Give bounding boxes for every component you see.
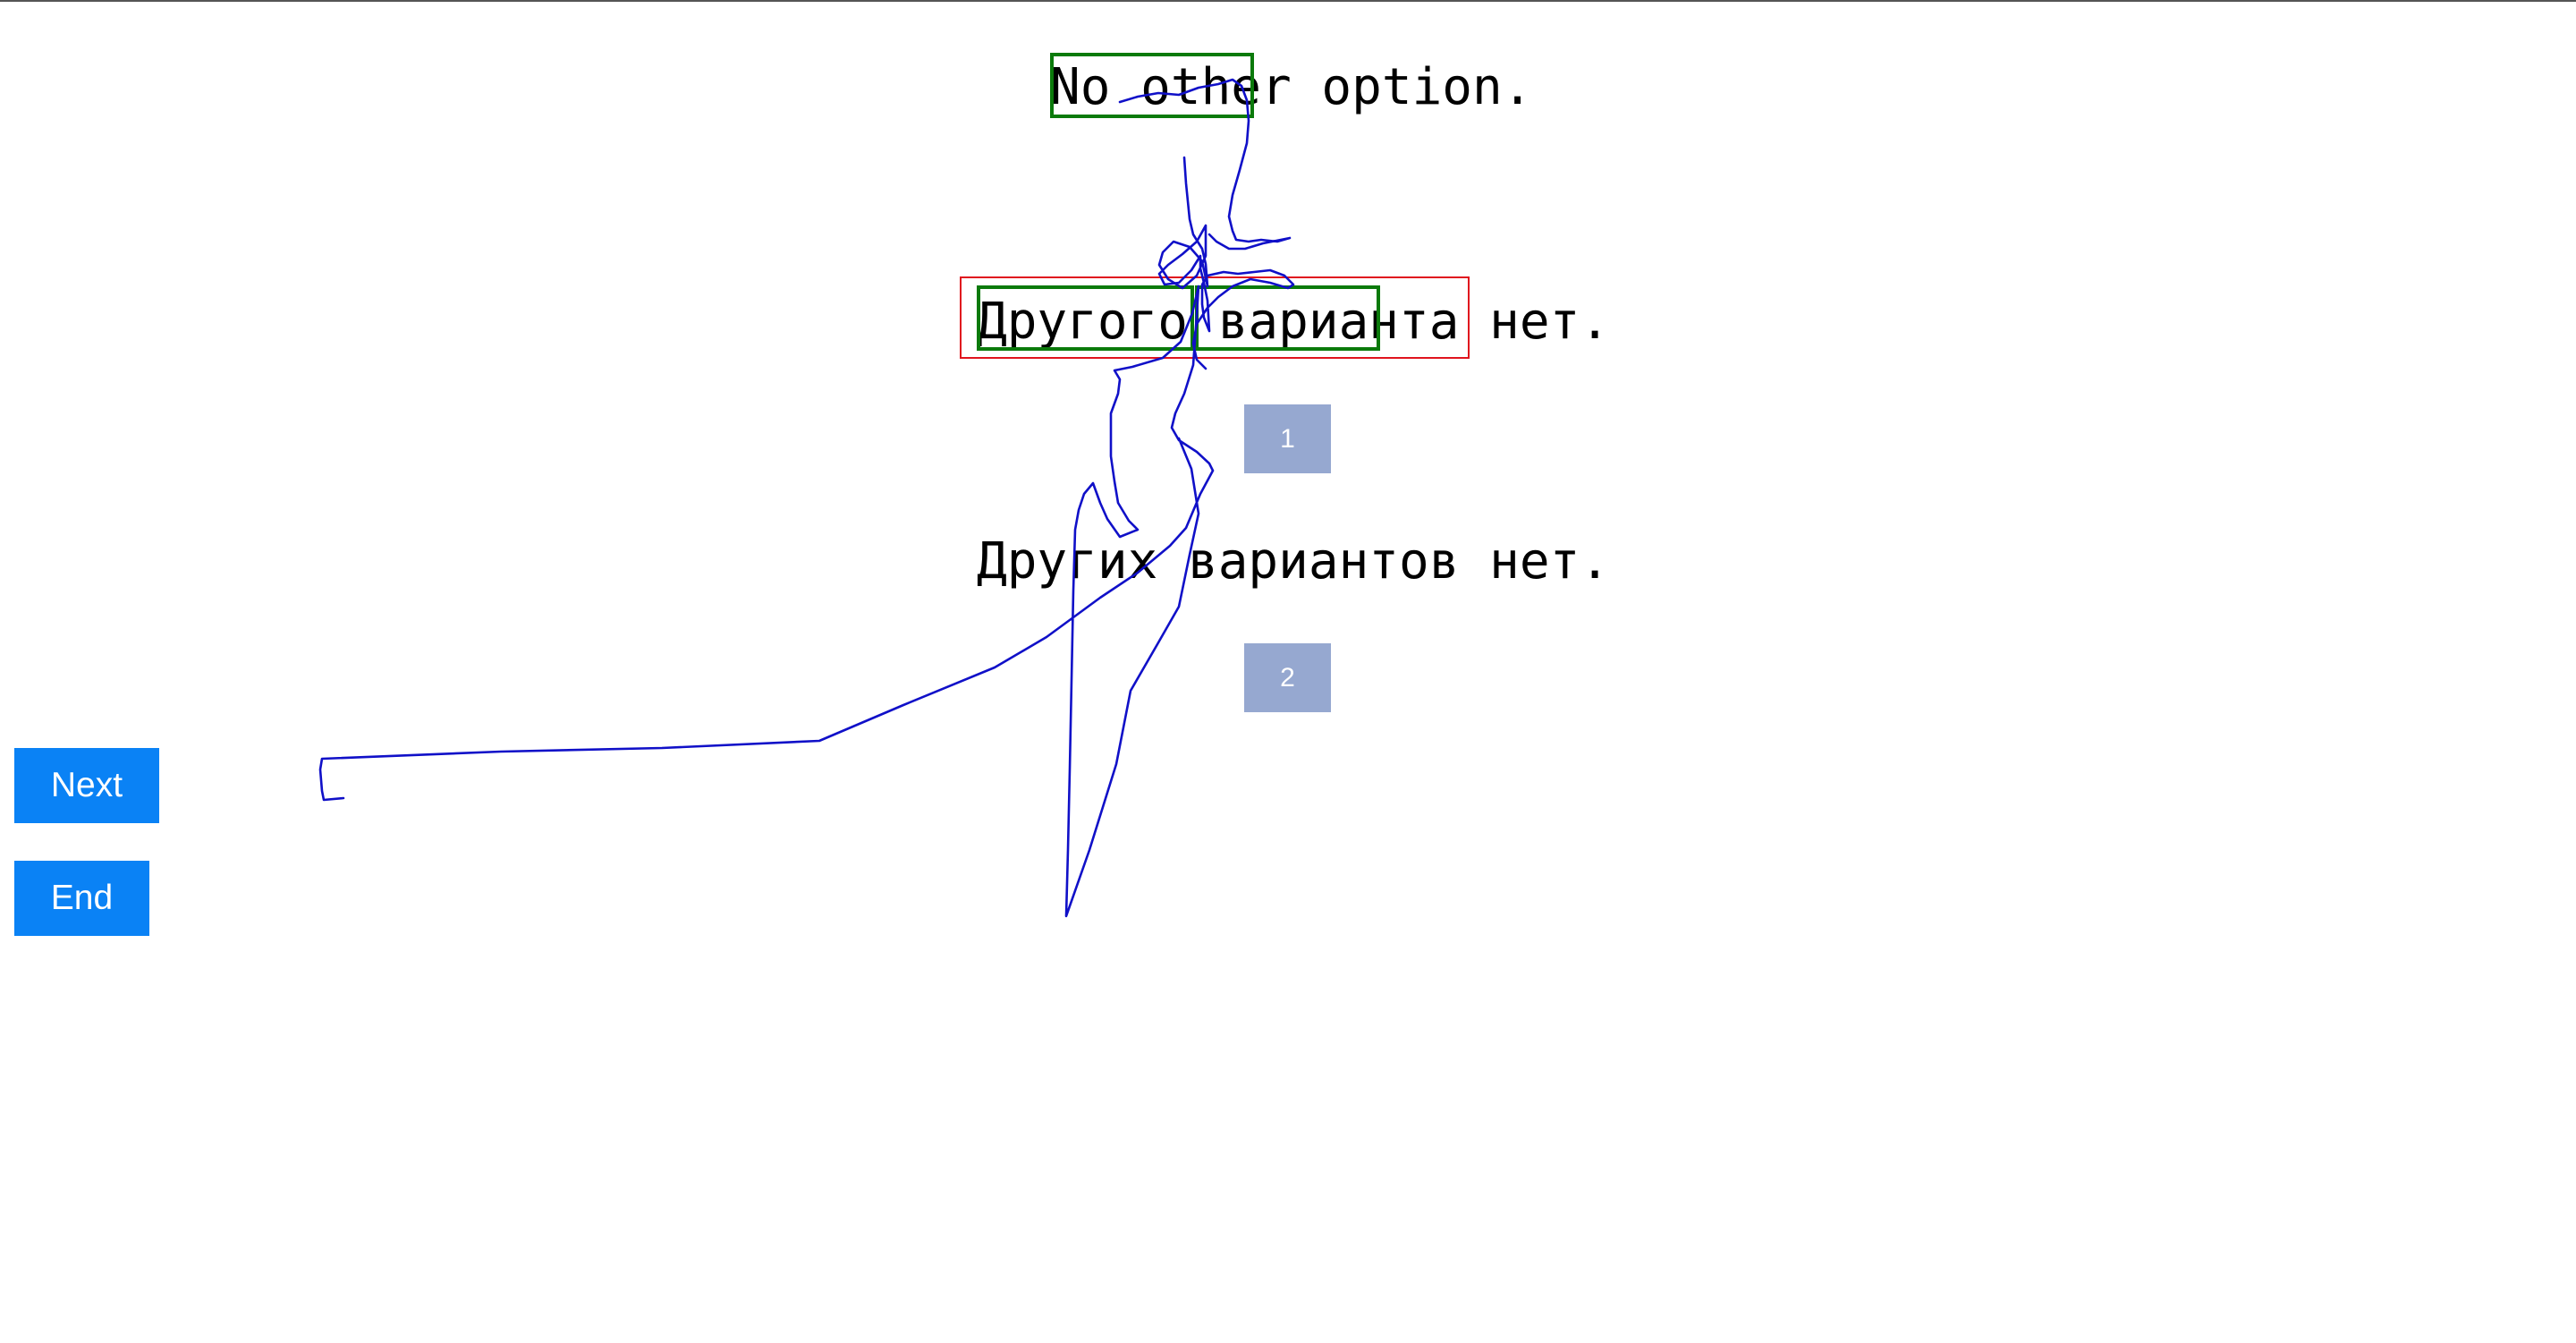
- target-word-box-2: [1195, 285, 1380, 351]
- rank-badge-1: 1: [1244, 404, 1331, 473]
- target-sentence-2: Других вариантов нет.: [977, 532, 1611, 591]
- target-word-box-1: [977, 285, 1194, 351]
- next-button[interactable]: Next: [14, 748, 159, 823]
- source-phrase-box: [1050, 53, 1254, 118]
- top-border: [0, 0, 2576, 2]
- rank-badge-2: 2: [1244, 643, 1331, 712]
- end-button[interactable]: End: [14, 861, 149, 936]
- pen-stroke-path: [318, 78, 1295, 918]
